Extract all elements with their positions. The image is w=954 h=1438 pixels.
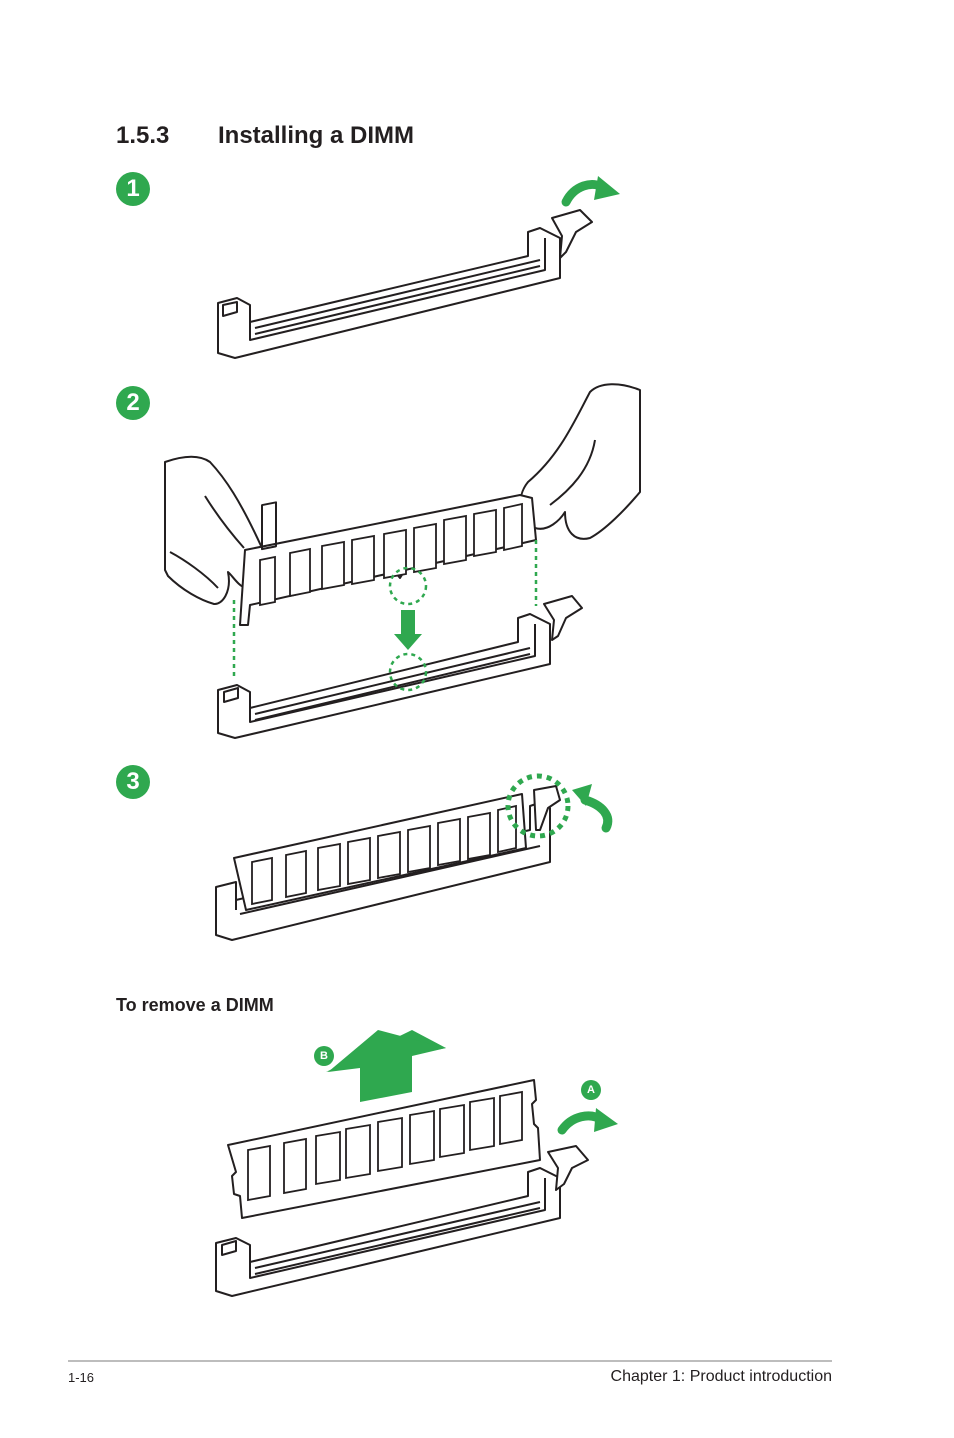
step-3-latch-highlight [505,773,571,839]
page-number: 1-16 [68,1370,95,1385]
step-1-dimm-slot [217,227,561,359]
footer-rule [68,1360,832,1362]
step-3-curved-arrow-icon [572,784,613,833]
step-2-dimm-chips [259,502,523,607]
section-title: 1.5.3 Installing a DIMM [116,122,414,150]
remove-curved-arrow-icon [557,1108,618,1135]
remove-dimm-slot [215,1167,561,1297]
step-1-badge: 1 [116,172,150,206]
remove-latch [547,1145,589,1191]
step-2-badge: 2 [116,386,150,420]
step-3-latch [533,785,561,831]
section-heading: Installing a DIMM [218,122,415,149]
remove-up-arrow-icon [326,1030,446,1102]
remove-heading: To remove a DIMM [116,995,274,1015]
chapter-title: Chapter 1: Product introduction [610,1368,832,1385]
remove-dimm-chips [247,1090,523,1202]
step-2-down-arrow-icon [394,610,422,650]
step-3-badge: 3 [116,765,150,799]
step-2-latch [543,595,583,641]
step-1-curved-arrow-icon [561,176,620,207]
step-1-latch [551,209,593,259]
step-2-guides [232,540,538,692]
remove-badge-b: B [314,1046,334,1066]
section-number: 1.5.3 [116,122,170,149]
step-2-dimm-slot [217,613,551,739]
remove-badge-a: A [581,1080,601,1100]
